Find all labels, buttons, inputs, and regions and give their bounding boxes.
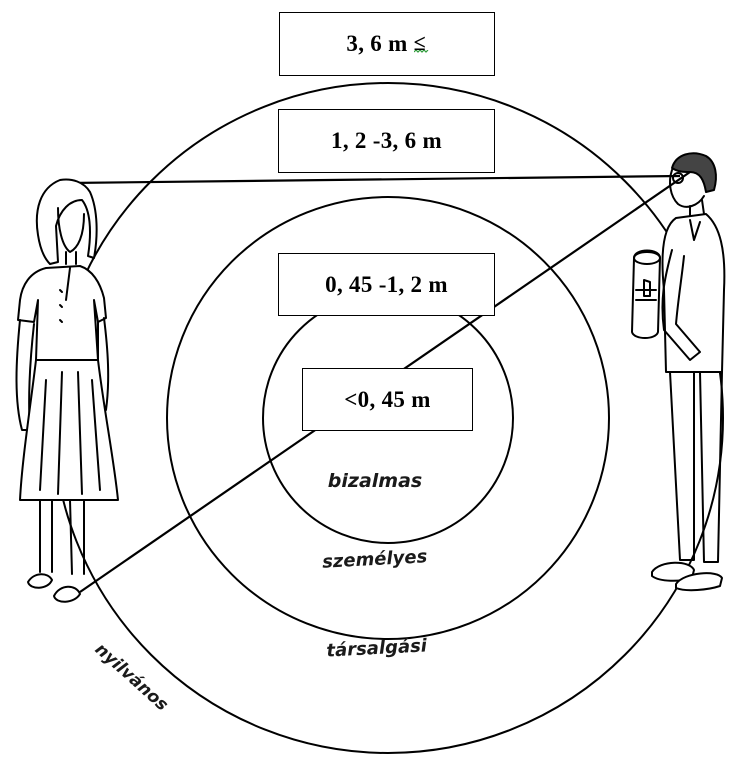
- public-distance-label: 3, 6 m: [346, 31, 408, 56]
- man-figure: [631, 152, 726, 592]
- social-distance-box: 1, 2 -3, 6 m: [278, 109, 495, 173]
- zone-label-personal: személyes: [322, 546, 428, 572]
- spellcheck-squiggle-icon: [413, 50, 429, 53]
- personal-distance-label: 0, 45 -1, 2 m: [325, 271, 448, 297]
- zone-label-social: társalgási: [326, 635, 428, 661]
- less-or-equal-symbol: ≤: [413, 30, 429, 55]
- intimate-distance-label: <0, 45 m: [344, 386, 431, 412]
- intimate-distance-box: <0, 45 m: [302, 368, 473, 431]
- public-distance-box: 3, 6 m ≤: [279, 12, 495, 76]
- social-zone-circle: [166, 196, 610, 640]
- zone-label-public: nyilvános: [91, 639, 172, 715]
- zone-label-intimate: bizalmas: [328, 470, 422, 492]
- social-distance-label: 1, 2 -3, 6 m: [331, 128, 442, 153]
- eye-line: [67, 174, 681, 185]
- woman-figure: [15, 178, 119, 603]
- personal-distance-box: 0, 45 -1, 2 m: [278, 253, 495, 316]
